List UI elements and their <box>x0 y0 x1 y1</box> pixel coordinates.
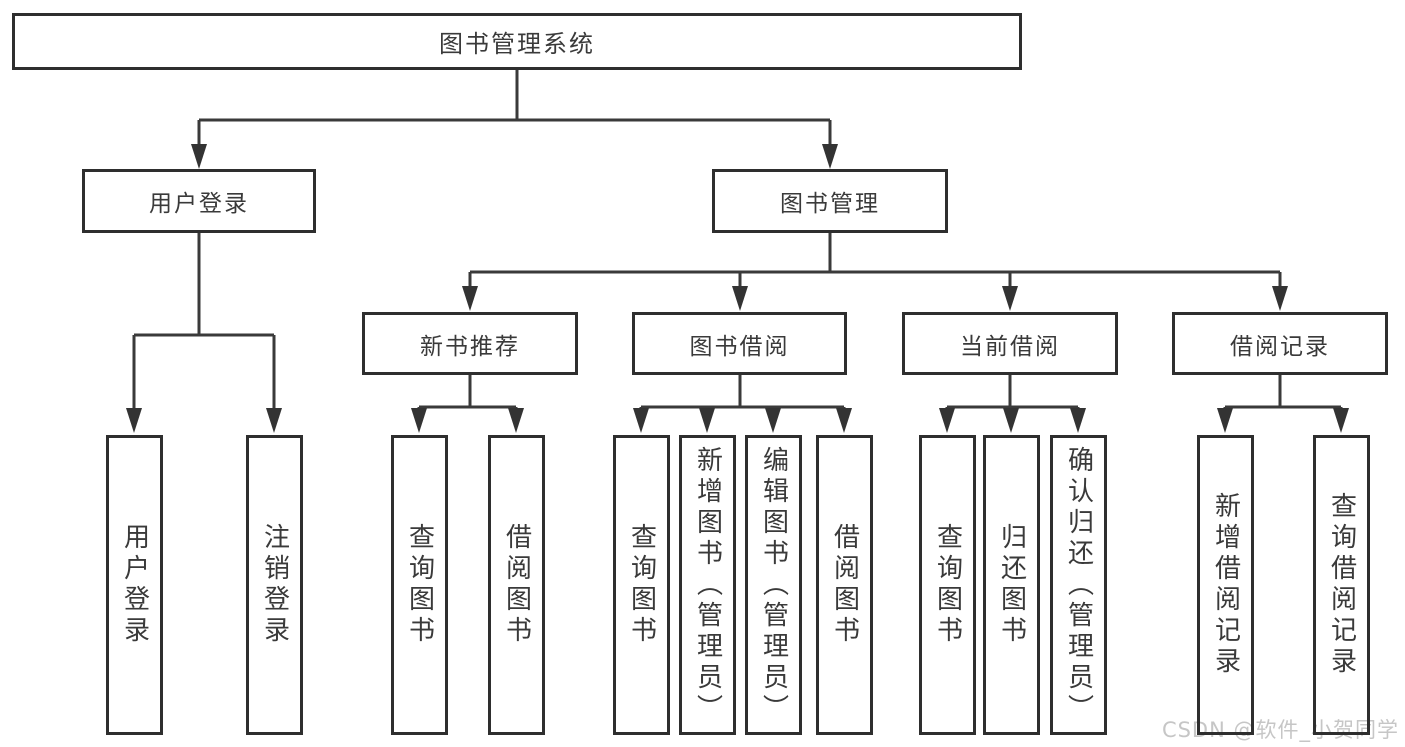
leaf-query-books-1-label: 查询图书 <box>404 523 435 647</box>
leaf-add-books-admin: 新增图书（管理员） <box>679 435 736 735</box>
node-book-borrowing-label: 图书借阅 <box>689 333 790 360</box>
leaf-return-books-label: 归还图书 <box>996 523 1027 647</box>
leaf-confirm-return-admin: 确认归还（管理员） <box>1050 435 1107 735</box>
node-root: 图书管理系统 <box>12 13 1022 70</box>
node-new-book-recommend-label: 新书推荐 <box>420 333 520 360</box>
leaf-borrow-books-2: 借阅图书 <box>816 435 873 735</box>
node-user-login-label: 用户登录 <box>149 191 249 217</box>
node-new-book-recommend: 新书推荐 <box>362 312 578 375</box>
node-book-management-label: 图书管理 <box>780 191 880 217</box>
node-borrowing-records-label: 借阅记录 <box>1230 333 1330 360</box>
leaf-borrow-books-1: 借阅图书 <box>488 435 545 735</box>
leaf-user-login: 用户登录 <box>106 435 163 735</box>
node-root-label: 图书管理系统 <box>439 30 595 58</box>
leaf-user-login-label: 用户登录 <box>119 523 150 647</box>
node-current-borrowing: 当前借阅 <box>902 312 1118 375</box>
leaf-add-borrow-record: 新增借阅记录 <box>1197 435 1254 735</box>
leaf-query-books-3: 查询图书 <box>919 435 976 735</box>
leaf-edit-books-admin-label: 编辑图书（管理员） <box>758 445 789 725</box>
leaf-query-books-2-label: 查询图书 <box>626 523 657 647</box>
leaf-query-borrow-record: 查询借阅记录 <box>1313 435 1370 735</box>
node-borrowing-records: 借阅记录 <box>1172 312 1388 375</box>
leaf-query-books-3-label: 查询图书 <box>932 523 963 647</box>
leaf-logout-label: 注销登录 <box>259 523 290 647</box>
leaf-query-borrow-record-label: 查询借阅记录 <box>1326 492 1357 678</box>
leaf-add-borrow-record-label: 新增借阅记录 <box>1210 492 1241 678</box>
leaf-logout: 注销登录 <box>246 435 303 735</box>
leaf-borrow-books-2-label: 借阅图书 <box>829 523 860 647</box>
node-current-borrowing-label: 当前借阅 <box>960 333 1060 360</box>
leaf-return-books: 归还图书 <box>983 435 1040 735</box>
watermark: CSDN @软件_小贺同学 <box>1161 718 1399 742</box>
node-user-login: 用户登录 <box>82 169 316 233</box>
leaf-query-books-2: 查询图书 <box>613 435 670 735</box>
leaf-edit-books-admin: 编辑图书（管理员） <box>745 435 802 735</box>
arrowhead-icons <box>126 144 1349 433</box>
leaf-confirm-return-admin-label: 确认归还（管理员） <box>1063 445 1094 725</box>
leaf-query-books-1: 查询图书 <box>391 435 448 735</box>
node-book-borrowing: 图书借阅 <box>632 312 847 375</box>
node-book-management: 图书管理 <box>712 169 948 233</box>
leaf-add-books-admin-label: 新增图书（管理员） <box>692 445 723 725</box>
leaf-borrow-books-1-label: 借阅图书 <box>501 523 532 647</box>
